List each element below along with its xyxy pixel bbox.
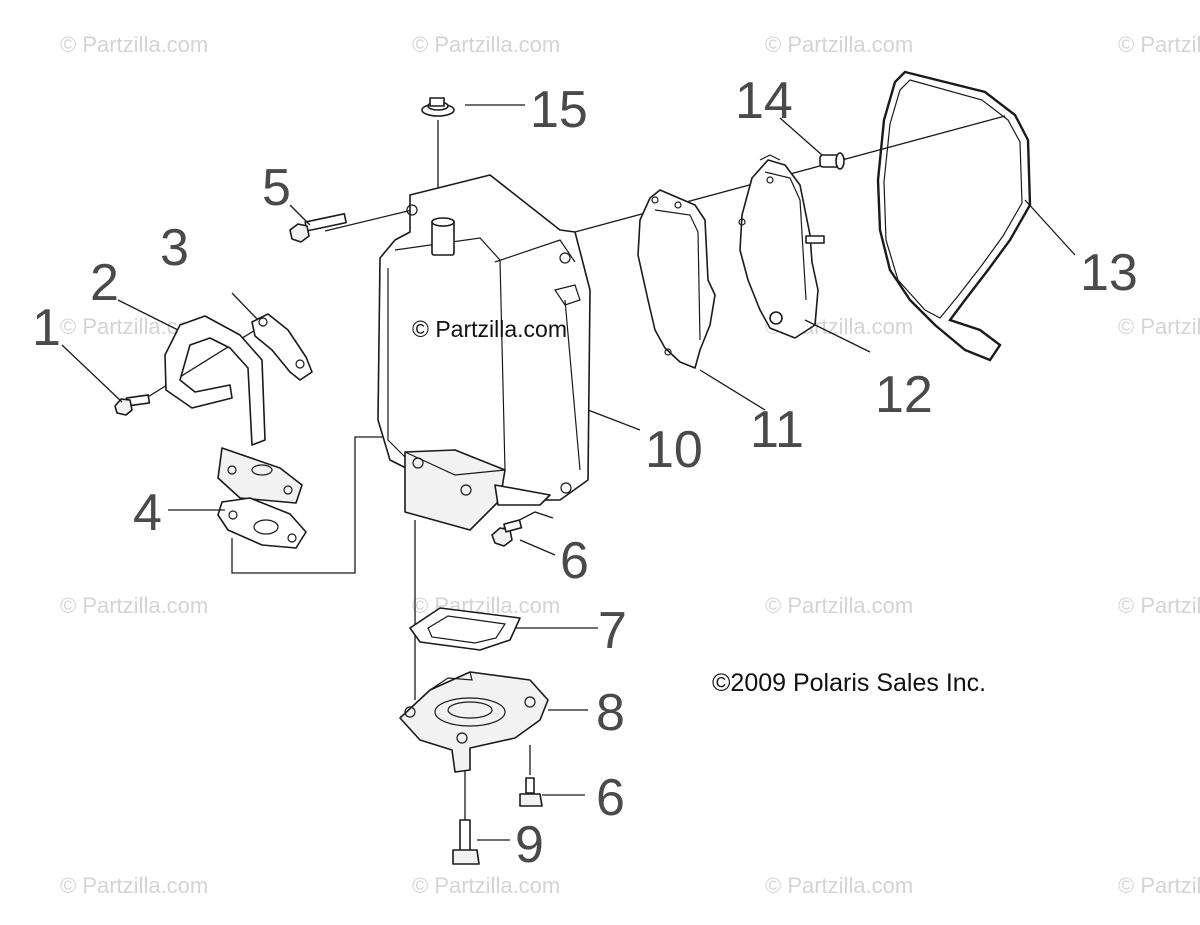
watermark: © Partzilla.com	[765, 593, 913, 618]
callout-10: 10	[645, 421, 703, 479]
callout-6-upper: 6	[560, 532, 589, 590]
bolt-part-9	[452, 819, 480, 865]
gasket-part-4	[217, 497, 307, 549]
watermark: © Partzilla.com	[1118, 873, 1200, 898]
callout-6-lower: 6	[596, 769, 625, 827]
callout-9: 9	[515, 816, 544, 874]
leader-11	[699, 369, 766, 411]
hose-clamp-part	[421, 97, 455, 117]
bolt-part-1	[114, 394, 151, 416]
bolt-part-6-lower	[519, 777, 543, 807]
callout-11: 11	[750, 401, 804, 459]
gasket-part-3	[251, 313, 313, 381]
watermark-layer: © Partzilla.com © Partzilla.com © Partzi…	[60, 32, 1200, 898]
gasket-part-7	[409, 607, 521, 651]
center-watermark: © Partzilla.com	[412, 316, 567, 342]
callout-8: 8	[596, 684, 625, 742]
watermark: © Partzilla.com	[1118, 32, 1200, 57]
watermark: © Partzilla.com	[1118, 593, 1200, 618]
oring-part-13	[876, 70, 1032, 362]
bolt-part-5	[289, 212, 347, 243]
watermark: © Partzilla.com	[60, 32, 208, 57]
callout-12: 12	[875, 366, 933, 424]
watermark: © Partzilla.com	[60, 873, 208, 898]
leader-1	[61, 344, 123, 403]
axis-line-4	[231, 436, 412, 574]
pin-part-14	[819, 152, 845, 170]
reed-plate-part-12	[738, 154, 825, 339]
callout-2: 2	[90, 254, 119, 312]
callout-15: 15	[530, 81, 588, 139]
callout-5: 5	[262, 159, 291, 217]
leader-10	[587, 409, 641, 431]
watermark: © Partzilla.com	[765, 32, 913, 57]
callout-labels: 15 5 3 2 1 4 6 7 8 6 9 10 11 12 13 14	[32, 72, 1138, 874]
callout-4: 4	[133, 484, 162, 542]
callout-1: 1	[32, 299, 61, 357]
leader-5	[289, 204, 311, 226]
housing-part-8	[399, 671, 549, 773]
leader-lines	[61, 104, 1076, 841]
bolt-part-6-upper	[491, 519, 523, 547]
watermark: © Partzilla.com	[1118, 314, 1200, 339]
leader-14	[779, 117, 823, 156]
leader-2	[117, 299, 179, 331]
callout-7: 7	[598, 602, 627, 660]
cover-lower-block	[404, 449, 551, 531]
watermark: © Partzilla.com	[412, 32, 560, 57]
watermark: © Partzilla.com	[60, 593, 208, 618]
callout-3: 3	[160, 219, 189, 277]
leader-12	[804, 319, 871, 353]
leader-6a	[519, 539, 556, 556]
copyright-notice: ©2009 Polaris Sales Inc.	[712, 669, 986, 697]
callout-14: 14	[735, 72, 793, 130]
watermark: © Partzilla.com	[765, 873, 913, 898]
callout-13: 13	[1080, 244, 1138, 302]
valve-cover-part	[377, 174, 591, 501]
watermark: © Partzilla.com	[412, 873, 560, 898]
gasket-plate-part-11	[637, 189, 716, 369]
leader-3	[231, 292, 259, 321]
axis-line-5	[324, 209, 413, 232]
axis-line-1	[134, 321, 269, 406]
breather-tube-part	[164, 315, 303, 504]
leader-13	[1024, 199, 1076, 256]
